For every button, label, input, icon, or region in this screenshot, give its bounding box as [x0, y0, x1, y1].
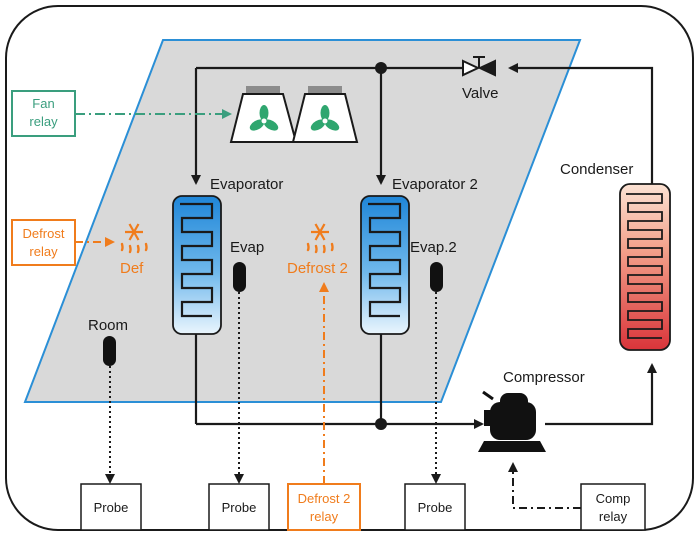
snowflake-heater-icon [120, 223, 148, 254]
evaporator-2-label: Evaporator 2 [392, 176, 478, 193]
probe-sensor-evap-2 [430, 262, 443, 292]
compressor-icon [478, 390, 546, 452]
evap-label: Evap [230, 239, 264, 256]
defrost-relay-label-2: relay [29, 244, 58, 259]
evaporator-2 [360, 195, 410, 335]
compressor-label: Compressor [503, 369, 585, 386]
pipe-junction-bottom [375, 418, 387, 430]
expansion-valve-icon [462, 56, 496, 77]
comp-relay-link [508, 462, 581, 509]
defrost-2-relay-label-1: Defrost 2 [298, 491, 351, 506]
def-label: Def [120, 260, 144, 277]
fan-relay-label-2: relay [29, 114, 58, 129]
fan-icon [249, 105, 279, 131]
fan-relay: Fan relay [11, 90, 76, 137]
evap-2-label: Evap.2 [410, 239, 457, 256]
pipe-junction-top [375, 62, 387, 74]
probe-box-2-label: Probe [222, 500, 257, 515]
probe-box-3-label: Probe [418, 500, 453, 515]
probe-sensor-room [103, 336, 116, 366]
condenser [619, 183, 671, 351]
defrost-2-relay: Defrost 2 relay [287, 483, 361, 531]
snowflake-heater-icon [306, 223, 334, 254]
probe-box-1-label: Probe [94, 500, 129, 515]
defrost-relay-label-1: Defrost [23, 226, 65, 241]
evaporator-1 [172, 195, 222, 335]
evaporator-label: Evaporator [210, 176, 283, 193]
probe-signal-lines [105, 292, 441, 484]
fan-unit [229, 86, 359, 143]
probe-box-2: Probe [208, 483, 270, 531]
defrost-2-label: Defrost 2 [287, 260, 348, 277]
condenser-label: Condenser [560, 161, 633, 178]
defrost-2-relay-label-2: relay [310, 509, 339, 524]
fan-relay-label-1: Fan [32, 96, 54, 111]
comp-relay-label-2: relay [599, 509, 628, 524]
valve-label: Valve [462, 85, 498, 102]
comp-relay: Comp relay [580, 483, 646, 531]
comp-relay-label-1: Comp [596, 491, 631, 506]
refrigerant-piping [191, 63, 657, 429]
fan-icon [310, 105, 340, 131]
room-label: Room [88, 317, 128, 334]
probe-box-1: Probe [80, 483, 142, 531]
probe-sensor-evap [233, 262, 246, 292]
probe-box-3: Probe [404, 483, 466, 531]
cold-room-panel [23, 39, 582, 403]
defrost-relay: Defrost relay [11, 219, 76, 266]
